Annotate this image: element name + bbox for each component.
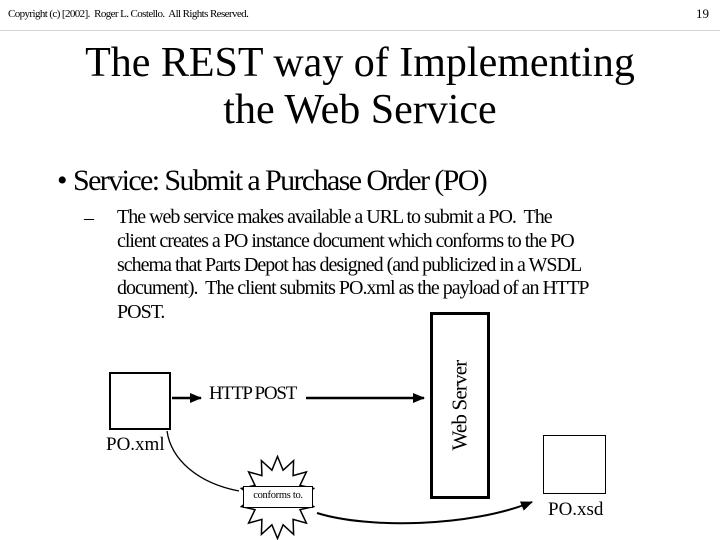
curve-po-xml-to-conforms	[166, 430, 240, 492]
sub-bullet-marker: –	[84, 207, 94, 229]
sub-bullet-line: document). The client submits PO.xml as …	[117, 277, 590, 300]
po-xsd-label: PO.xsd	[548, 499, 604, 520]
copyright-text: Copyright (c) [2002]. Roger L. Costello.…	[8, 8, 249, 20]
http-post-label: HTTP POST	[209, 383, 297, 404]
slide-title-line-1: The REST way of Implementing	[85, 40, 635, 86]
sub-bullet-line: schema that Parts Depot has designed (an…	[117, 253, 582, 276]
slide-title: The REST way of Implementing the Web Ser…	[0, 40, 720, 134]
conforms-to-label: conforms to.	[243, 486, 313, 508]
web-server-box: Web Server	[430, 312, 490, 499]
web-server-label: Web Server	[447, 360, 472, 451]
bullet-marker: •	[57, 164, 68, 197]
po-xsd-box	[543, 435, 606, 494]
sub-bullet-line: POST.	[117, 301, 165, 324]
bullet-text: Service: Submit a Purchase Order (PO)	[73, 164, 488, 197]
po-xml-label: PO.xml	[106, 434, 165, 455]
slide-title-line-2: the Web Service	[223, 87, 497, 133]
sub-bullet-line: client creates a PO instance document wh…	[117, 229, 575, 252]
header-rule	[0, 30, 720, 31]
page-number: 19	[696, 6, 709, 21]
sub-bullet-line: The web service makes available a URL to…	[117, 206, 553, 228]
curve-conforms-to-po-xsd	[316, 501, 533, 525]
sub-bullet-text: The web service makes available a URL to…	[117, 206, 590, 325]
po-xml-box	[109, 372, 171, 430]
